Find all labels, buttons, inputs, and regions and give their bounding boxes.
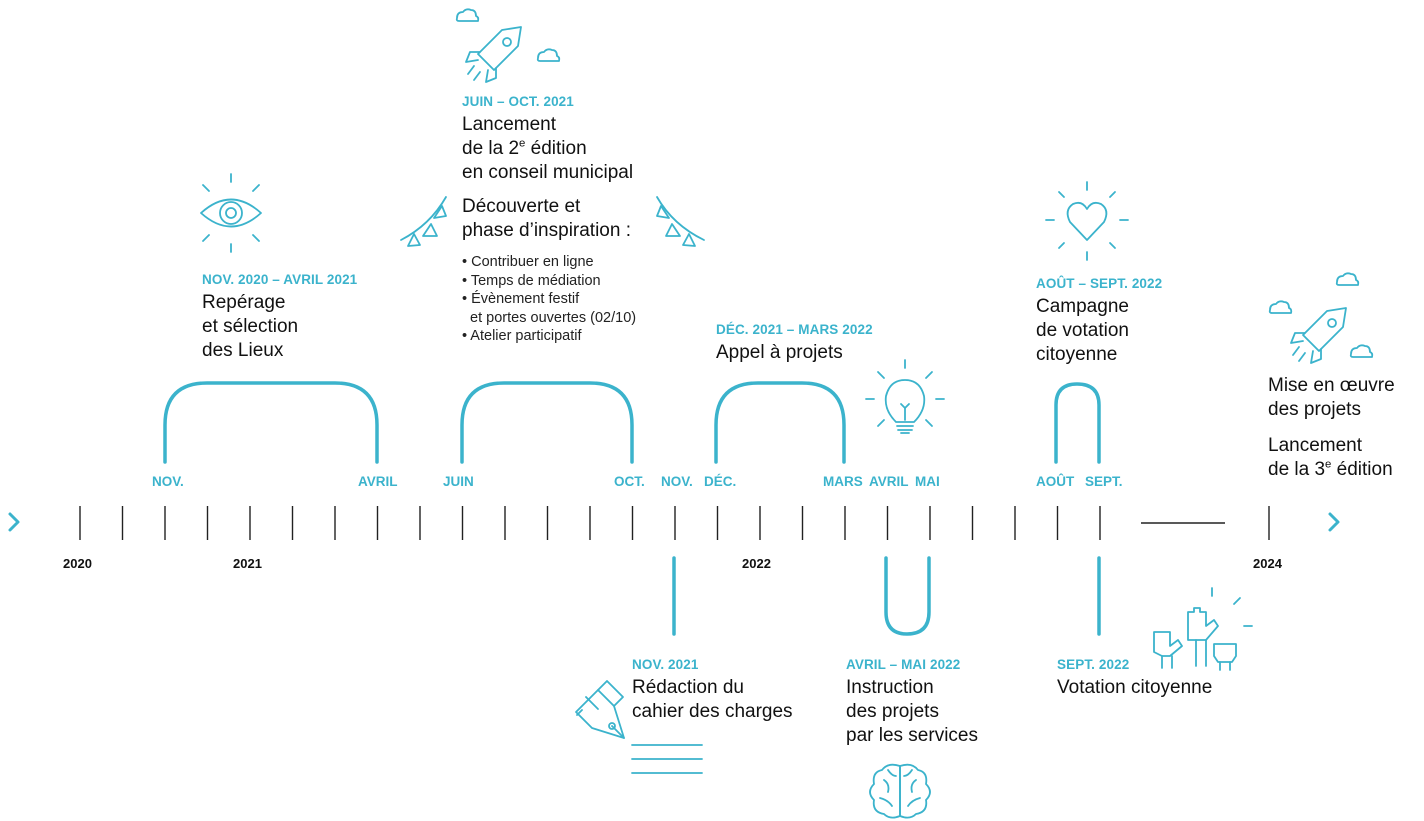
event-date: AVRIL – MAI 2022 [846, 657, 961, 672]
pen-icon [575, 680, 703, 774]
bracket-appel [714, 381, 846, 464]
month-avril-2021: AVRIL [358, 474, 398, 489]
year-2022: 2022 [742, 556, 771, 571]
month-aout: AOÛT [1036, 474, 1075, 489]
event-reperage: NOV. 2020 – AVRIL 2021 Repérage et sélec… [202, 272, 357, 363]
bullet-item: • Évènement festif [462, 291, 580, 307]
event-date: DÉC. 2021 – MARS 2022 [716, 322, 873, 337]
event-title: Lancement de la 2e édition en conseil mu… [462, 113, 636, 185]
month-dec: DÉC. [704, 474, 737, 489]
bracket-reperage [163, 381, 379, 464]
event-title-line: Repérage [202, 292, 286, 313]
event-subtitle-line: Lancement [1268, 435, 1363, 456]
bracket-lancement [460, 381, 634, 464]
bullet-item: • Temps de médiation [462, 272, 601, 289]
bullet-item: et portes ouvertes (02/10) [462, 309, 637, 326]
event-title: Instruction des projets par les services [846, 676, 978, 748]
event-title: Mise en œuvre des projets [1268, 374, 1395, 422]
month-nov-2020: NOV. [152, 474, 184, 489]
axis-ticks [79, 506, 1270, 540]
lightbulb-icon [865, 359, 945, 434]
event-title-line: Rédaction du [632, 677, 744, 698]
event-title-line: par les services [846, 725, 978, 746]
event-title-line: Lancement [462, 114, 557, 135]
event-title-line: Mise en œuvre [1268, 375, 1395, 396]
event-title-line: Instruction [846, 677, 934, 698]
bracket-campagne [1054, 382, 1101, 464]
month-nov-2021: NOV. [661, 474, 693, 489]
bunting-left-icon [400, 196, 447, 247]
month-mars: MARS [823, 474, 863, 489]
month-mai: MAI [915, 474, 940, 489]
event-date: JUIN – OCT. 2021 [462, 94, 574, 109]
event-subtitle: Découverte et phase d’inspiration : [462, 195, 636, 243]
event-title-line: des projets [1268, 399, 1361, 420]
year-2024: 2024 [1253, 556, 1282, 571]
event-title-line: des projets [846, 701, 939, 722]
event-subtitle: Lancement de la 3e édition [1268, 434, 1395, 482]
event-date: NOV. 2021 [632, 657, 699, 672]
event-title-line: en conseil municipal [462, 162, 634, 183]
rocket-right-icon [1268, 272, 1374, 364]
event-redaction: NOV. 2021 Rédaction du cahier des charge… [632, 657, 793, 724]
event-title: Appel à projets [716, 341, 873, 365]
event-title-line: citoyenne [1036, 344, 1118, 365]
raised-hands-icon [1153, 587, 1253, 671]
event-lancement: JUIN – OCT. 2021 Lancement de la 2e édit… [462, 94, 636, 346]
bracket-instruction [884, 556, 931, 636]
event-subtitle-line: de la 3e édition [1268, 458, 1393, 480]
event-title-line: Appel à projets [716, 342, 843, 363]
event-subtitle-line: Découverte et [462, 196, 581, 217]
event-date: NOV. 2020 – AVRIL 2021 [202, 272, 358, 287]
event-bullets: • Contribuer en ligne • Temps de médiati… [462, 253, 636, 346]
event-title-line: de la 2e édition [462, 137, 587, 159]
year-2020: 2020 [63, 556, 92, 571]
event-title: Votation citoyenne [1057, 676, 1212, 700]
eye-icon [200, 173, 262, 253]
month-juin: JUIN [443, 474, 474, 489]
event-title-line: Campagne [1036, 296, 1129, 317]
event-subtitle-line: phase d’inspiration : [462, 220, 631, 241]
bullet-item: • Contribuer en ligne [462, 254, 594, 270]
month-sept: SEPT. [1085, 474, 1123, 489]
event-appel: DÉC. 2021 – MARS 2022 Appel à projets [716, 322, 873, 365]
bullet-item: • Atelier participatif [462, 328, 582, 344]
axis-left-arrow-icon [8, 512, 20, 532]
year-2021: 2021 [233, 556, 262, 571]
event-title-line: et sélection [202, 316, 299, 337]
brain-icon [869, 763, 931, 819]
rocket-icon [455, 8, 561, 83]
event-votation: SEPT. 2022 Votation citoyenne [1057, 657, 1212, 700]
month-oct: OCT. [614, 474, 645, 489]
event-mise-en-oeuvre: Mise en œuvre des projets Lancement de l… [1268, 374, 1395, 482]
event-title: Rédaction du cahier des charges [632, 676, 793, 724]
event-title-line: Votation citoyenne [1057, 677, 1213, 698]
bunting-right-icon [656, 196, 705, 247]
event-title-line: cahier des charges [632, 701, 793, 722]
event-campagne: AOÛT – SEPT. 2022 Campagne de votation c… [1036, 276, 1162, 367]
event-date: AOÛT – SEPT. 2022 [1036, 276, 1163, 291]
event-date: SEPT. 2022 [1057, 657, 1130, 672]
heart-icon [1045, 181, 1129, 261]
axis-right-arrow-icon [1328, 512, 1340, 532]
event-title-line: de votation [1036, 320, 1129, 341]
event-title-line: des Lieux [202, 340, 284, 361]
event-instruction: AVRIL – MAI 2022 Instruction des projets… [846, 657, 978, 748]
month-avril-2022: AVRIL [869, 474, 909, 489]
event-title: Campagne de votation citoyenne [1036, 295, 1162, 367]
event-title: Repérage et sélection des Lieux [202, 291, 357, 363]
